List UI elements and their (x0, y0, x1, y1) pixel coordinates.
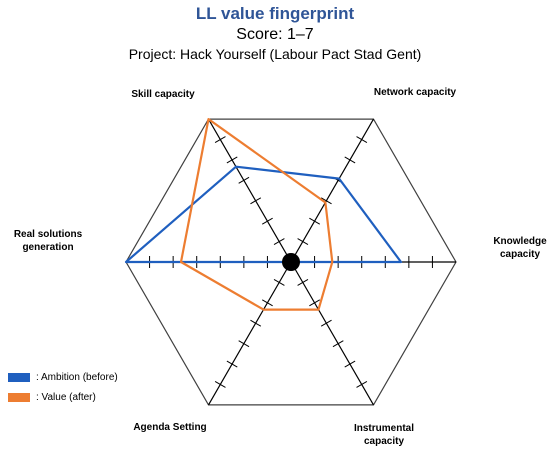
axis-label-line: Agenda Setting (133, 422, 206, 433)
axis-tick (344, 156, 356, 164)
axis-tick (273, 278, 285, 286)
axis-tick (356, 381, 368, 388)
legend-swatch-ambition (8, 373, 30, 382)
legend-item-ambition: : Ambition (before) (8, 372, 118, 383)
legend-item-value: : Value (after) (8, 392, 96, 403)
axis-tick (297, 278, 309, 286)
axis-tick (273, 238, 285, 246)
axis-line (290, 118, 375, 263)
series-line-1 (179, 117, 334, 311)
axis-tick (309, 299, 321, 307)
axis-tick (238, 340, 250, 348)
data-series (124, 117, 403, 311)
axis-label-line: capacity (500, 249, 540, 260)
center-dot (282, 253, 300, 271)
legend-label-ambition: : Ambition (before) (36, 372, 118, 383)
axis-tick (226, 156, 238, 164)
axis-line (290, 261, 375, 406)
legend-label-value: : Value (after) (36, 392, 96, 403)
axis-tick (309, 217, 321, 225)
chart-title: LL value fingerprint (195, 4, 355, 23)
axis-label-5: Real solutions generation (14, 229, 83, 253)
axis-tick (297, 238, 309, 246)
legend-swatch-value (8, 393, 30, 402)
axis-tick (356, 136, 368, 143)
axis-tick (214, 136, 226, 143)
axis-label-line: Real solutions (14, 229, 83, 240)
axis-tick (261, 217, 273, 225)
axis-label-line: capacity (364, 436, 404, 447)
axis-label-line: Knowledge (493, 236, 547, 247)
axis-tick (344, 360, 356, 368)
axis-label-line: Instrumental (354, 423, 414, 434)
axis-tick (214, 381, 226, 388)
project-name: Project: Hack Yourself (Labour Pact Stad… (128, 46, 422, 62)
axis-label-1: Network capacity (374, 87, 457, 98)
axis-label-3: Instrumental capacity (354, 423, 414, 447)
axis-line (207, 118, 292, 263)
axis-tick (320, 197, 332, 205)
axis-tick (332, 340, 344, 348)
series-line-0 (124, 165, 403, 264)
axis-tick (250, 319, 262, 327)
axis-tick (250, 197, 262, 205)
axis-tick (261, 299, 273, 307)
axis-label-line: generation (22, 242, 73, 253)
axis-label-0: Skill capacity (131, 89, 195, 100)
axis-line (207, 261, 292, 406)
axis-tick (226, 360, 238, 368)
axis-tick (238, 176, 250, 184)
score-scale: Score: 1–7 (236, 26, 314, 43)
axis-label-2: Knowledge capacity (493, 236, 547, 260)
axis-label-line: Network capacity (374, 87, 457, 98)
axis-tick (320, 319, 332, 327)
axis-label-line: Skill capacity (131, 89, 195, 100)
axis-label-4: Agenda Setting (133, 422, 206, 433)
